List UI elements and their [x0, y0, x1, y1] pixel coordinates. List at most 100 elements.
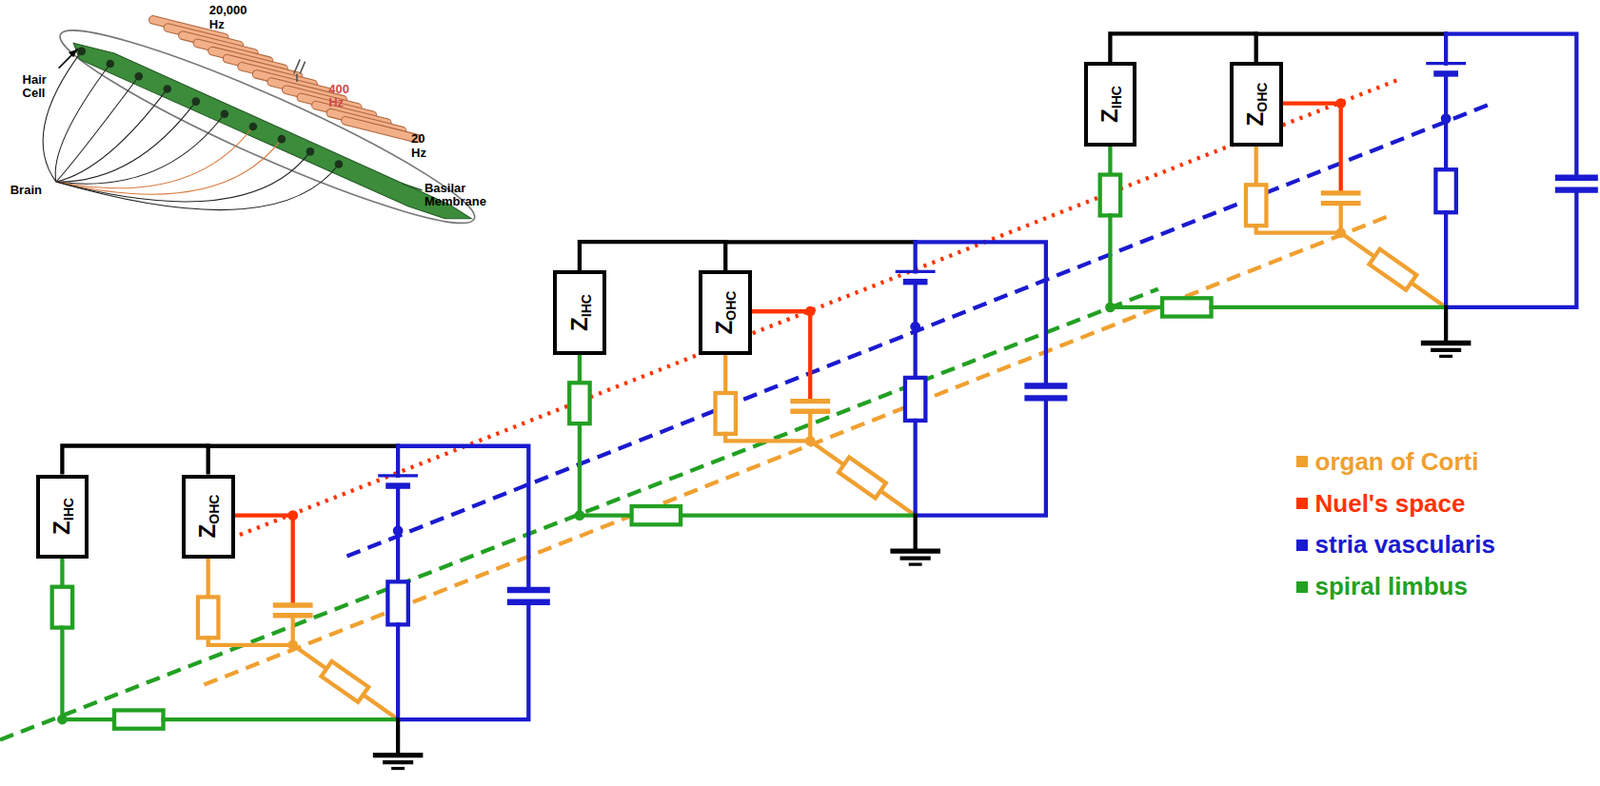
impedance-label: ZIHC: [48, 498, 77, 536]
capacitor-plate: [1558, 175, 1596, 181]
hair-cell-dot: [163, 84, 173, 94]
nerve-fiber: [56, 88, 168, 182]
resistor-symbol: [1245, 184, 1266, 226]
ground-wire: [912, 515, 917, 550]
corti-wire: [208, 637, 294, 646]
capacitor-plate: [379, 474, 417, 477]
legend-entry: spiral limbus: [1296, 572, 1468, 602]
ground-symbol: [909, 562, 921, 566]
hair-cell-dot: [335, 159, 344, 169]
illustration-label: 20 Hz: [411, 132, 427, 160]
limbus-wire: [579, 423, 633, 515]
impedance-box: ZIHC: [1084, 61, 1138, 147]
limbus-wire: [1211, 305, 1447, 310]
stria-wire: [1445, 34, 1577, 178]
resistor-symbol: [715, 393, 736, 435]
resistor-symbol: [1162, 297, 1211, 317]
resistor-symbol: [114, 710, 163, 729]
resistor-symbol: [1369, 249, 1418, 291]
legend-text: Nuel's space: [1315, 489, 1466, 519]
resistor-symbol: [387, 581, 408, 625]
top-wire: [725, 239, 915, 244]
corti-wire: [293, 645, 398, 720]
legend-text: stria vascularis: [1315, 530, 1496, 560]
nerve-fiber: [56, 126, 254, 189]
frequency-key: [340, 116, 422, 144]
stria-wire: [915, 241, 1047, 386]
resistor-symbol: [197, 596, 218, 638]
legend-entry: stria vascularis: [1296, 530, 1496, 560]
limbus-wire: [1109, 215, 1163, 307]
ground-symbol: [902, 556, 929, 561]
hair-cell-dot: [277, 135, 287, 144]
legend-text: spiral limbus: [1315, 572, 1468, 602]
resistor-symbol: [838, 457, 887, 499]
impedance-subscript: OHC: [724, 291, 740, 321]
stria-wire: [395, 624, 400, 720]
hair-cell-dot: [135, 72, 144, 81]
limbus-line: [0, 289, 1159, 741]
capacitor-plate: [1427, 61, 1465, 65]
stria-wire: [915, 397, 1047, 515]
impedance-box: ZOHC: [698, 270, 752, 356]
nuel-wire: [1283, 103, 1342, 194]
stria-wire: [1443, 34, 1448, 64]
top-wire: [208, 444, 398, 449]
nuel-wire: [751, 311, 810, 401]
hair-cell-dot: [77, 47, 86, 57]
resistor-symbol: [1435, 169, 1456, 213]
corti-wire: [1256, 225, 1342, 234]
junction-dot: [574, 510, 586, 521]
capacitor-plate: [896, 270, 934, 274]
top-wire: [1256, 31, 1446, 36]
circuit-section: [52, 446, 548, 770]
impedance-subscript: OHC: [206, 494, 222, 525]
capacitor-plate: [275, 602, 310, 608]
nerve-fiber: [56, 101, 197, 182]
circuit-section: [569, 241, 1065, 565]
legend-text: organ of Corti: [1315, 447, 1480, 477]
corti-wire: [206, 559, 211, 598]
nerve-fiber: [56, 138, 282, 195]
capacitor-plate: [1027, 382, 1066, 389]
stria-wire: [1443, 212, 1448, 308]
impedance-label: ZOHC: [194, 494, 222, 539]
impedance-subscript: IHC: [577, 294, 593, 317]
resistor-symbol: [52, 587, 73, 629]
top-wire: [61, 445, 208, 475]
nerve-fiber: [42, 51, 82, 182]
legend-swatch: [1296, 497, 1308, 510]
illustration-label: 400 Hz: [328, 82, 350, 111]
junction-dot: [1335, 227, 1346, 238]
impedance-box: ZOHC: [1229, 61, 1284, 147]
ground-symbol: [1432, 348, 1460, 353]
junction-dot: [287, 510, 298, 521]
junction-dot: [805, 435, 816, 447]
capacitor-plate: [1323, 190, 1358, 196]
hair-cell-dot: [220, 110, 230, 119]
junction-dot: [1105, 302, 1116, 314]
stria-wire: [397, 602, 529, 720]
junction-dot: [287, 639, 298, 651]
illustration-label: Basilar Membrane: [424, 181, 487, 210]
impedance-symbol: Z: [48, 521, 75, 536]
junction-dot: [1335, 98, 1346, 109]
impedance-label: ZIHC: [565, 294, 593, 332]
impedance-symbol: Z: [711, 320, 738, 336]
corti-wire: [809, 440, 915, 515]
impedance-label: ZOHC: [1242, 82, 1270, 127]
impedance-subscript: OHC: [1254, 82, 1270, 113]
impedance-symbol: Z: [1242, 112, 1268, 127]
arrow-head: [68, 49, 79, 59]
hair-cell-dot: [192, 97, 201, 106]
capacitor-plate: [792, 398, 828, 404]
nerve-fiber: [56, 151, 311, 202]
corti-wire: [725, 434, 810, 442]
illustration-label: Hair Cell: [22, 73, 47, 101]
limbus-wire: [1107, 147, 1112, 176]
resistor-symbol: [632, 506, 681, 525]
impedance-label: ZOHC: [711, 291, 740, 336]
